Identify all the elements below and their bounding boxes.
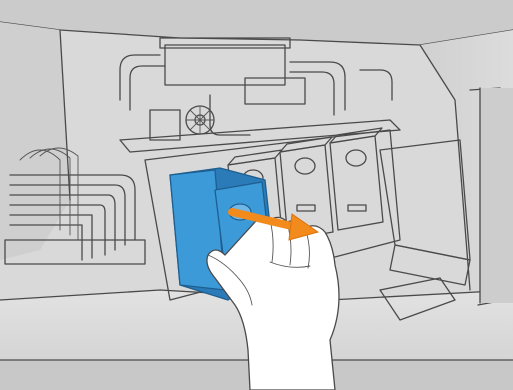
frame-post <box>480 88 513 303</box>
gear-spokes <box>186 106 214 134</box>
